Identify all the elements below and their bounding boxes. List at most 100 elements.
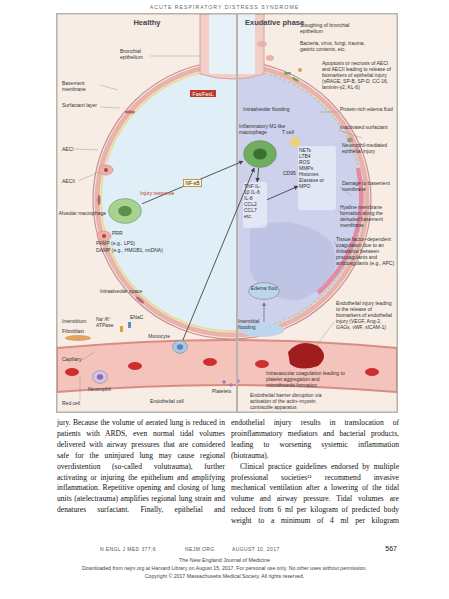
figure-label: Damage to basement membrane: [342, 180, 396, 192]
cell-nucleus: [177, 344, 183, 350]
list-text: Histones: [299, 171, 335, 177]
cell-label: Edema fluid: [248, 285, 280, 291]
macrophage-cell: Inflammatory M1-like macrophage: [243, 140, 277, 168]
figure-label: T cell: [282, 129, 302, 135]
cell-label: Neutrophil: [88, 386, 128, 392]
list-text: TNF IL-1β IL-6 IL-8 CCL2 CCL7 etc.: [244, 183, 266, 219]
body-text: endothelial injury results in translocat…: [231, 418, 399, 462]
cell-outline: [248, 282, 280, 300]
figure-label: Tissue factor–dependent coagulation due …: [336, 236, 396, 266]
footer: Downloaded from nejm.org at Harvard Libr…: [0, 565, 449, 572]
red-cell: [203, 358, 217, 366]
aecii: [97, 231, 111, 241]
neutrophil-cell: Neutrophil: [92, 370, 108, 384]
figure-frame: [57, 14, 397, 412]
aeci-nucleus: [135, 296, 145, 305]
sloughed-cell: [266, 55, 274, 61]
cell-body: [109, 199, 142, 224]
macrophage-cell: Alveolar macrophage: [108, 198, 142, 224]
mediator-list: NETsLTB4ROSMMPsHistonesElastase or MPO: [298, 146, 336, 210]
figure-label: Neutrophil-mediated epithelial injury: [342, 142, 396, 154]
platelet: [236, 379, 240, 383]
footer: Copyright © 2017 Massachusetts Medical S…: [0, 573, 449, 580]
figure-label: PAMP (e.g., LPS): [96, 240, 156, 246]
edema-blob: Edema fluid: [248, 282, 280, 300]
alveolus: [97, 65, 367, 335]
figure-label: Capillary: [62, 356, 97, 362]
footer: N ENGL J MED 377;6: [100, 546, 160, 552]
figure-label: Hyaline membrane formation along the den…: [340, 204, 396, 228]
list-text: Elastase or MPO: [299, 177, 335, 189]
figure-label: Inactivated surfactant: [340, 124, 396, 130]
figure-label: ENaC: [130, 314, 150, 320]
aeci-nucleus: [98, 195, 101, 205]
cell-body: [244, 141, 277, 168]
flow-arrow: [264, 304, 265, 322]
figure-label: Intraalveolar flooding: [243, 106, 293, 112]
connector-arrow: [257, 168, 258, 182]
atpase-pump: [120, 326, 123, 332]
basement-membrane: [93, 61, 371, 339]
figure-label: Interstitial flooding: [238, 318, 260, 330]
list-text: LTB4: [299, 153, 335, 159]
connector-arrow: [183, 168, 254, 340]
body-text: Clinical practice guidelines endorsed by…: [231, 462, 399, 527]
connector-arrow: [267, 186, 298, 200]
cell-body: [173, 341, 188, 354]
figure-label: Intravascular coagulation leading to pla…: [266, 370, 346, 388]
list-text: MMPs: [299, 165, 335, 171]
cell-nucleus: [253, 148, 267, 159]
red-tag: Fas/FasL: [190, 90, 216, 97]
figure-label: AECII: [62, 178, 87, 184]
figure-label: Na⁺/K⁺ ATPase: [96, 316, 120, 328]
figure-label: AECI: [62, 146, 87, 152]
sloughed-cell: [257, 41, 267, 47]
figure-label: Basement membrane: [62, 80, 100, 92]
nucleus: [102, 234, 106, 238]
cell-outline: [108, 198, 142, 224]
bacterium: [292, 77, 299, 83]
leader-lines: [75, 56, 362, 399]
fibroblast: [65, 335, 91, 341]
bacterium: [284, 72, 291, 74]
cell-outline: [172, 340, 188, 354]
figure-label: PRR: [112, 230, 132, 236]
footer: The New England Journal of Medicine: [0, 557, 449, 564]
monocyte-cell: Monocyte: [172, 340, 188, 354]
cell-outline: [243, 140, 277, 168]
figure-label: Injury response: [140, 190, 180, 196]
cell-body: [249, 283, 280, 300]
connector-arrow: [142, 161, 243, 204]
figure-label: Bronchial epithelium: [120, 48, 150, 60]
figure-label: Endothelial injury leading to the releas…: [336, 300, 396, 330]
figure-label: Sloughing of bronchial epithelium: [300, 22, 370, 34]
panel: HealthyAlveolar macrophageMonocyteNeutro…: [57, 14, 237, 412]
figure-label: Surfactant layer: [62, 102, 100, 108]
cell-nucleus: [118, 206, 132, 216]
figure-label: DAMP (e.g., HMGB1, mtDNA): [96, 247, 166, 253]
platelet: [222, 380, 226, 384]
figure-label: Apoptosis or necrosis of AECI and AECII …: [322, 60, 396, 90]
figure-label: Endothelial cell: [150, 398, 200, 404]
nucleus: [104, 168, 108, 172]
footer: AUGUST 10, 2017: [232, 546, 292, 552]
microthrombus: [288, 343, 324, 368]
list-text: NETs: [299, 147, 335, 153]
figure-art: [57, 14, 397, 412]
edge-label: NF-κB: [183, 179, 201, 187]
footer: NEJM.ORG: [185, 546, 225, 552]
cell-body: [93, 371, 108, 384]
red-cell: [128, 362, 142, 370]
dead-cell: [347, 138, 353, 143]
cytokine-list: TNF IL-1β IL-6 IL-8 CCL2 CCL7 etc.: [243, 182, 267, 228]
red-cell: [65, 368, 79, 376]
figure-label: Fibroblast: [62, 328, 102, 334]
figure-label: Protein-rich edema fluid: [340, 106, 396, 112]
list-text: ROS: [299, 159, 335, 165]
figure-label: Intraalveolar space: [100, 288, 150, 294]
cell-outline: [92, 370, 108, 384]
capillary: [57, 340, 397, 392]
running-head: ACUTE RESPIRATORY DISTRESS SYNDROME: [0, 4, 449, 11]
page-number: 567: [370, 545, 397, 553]
